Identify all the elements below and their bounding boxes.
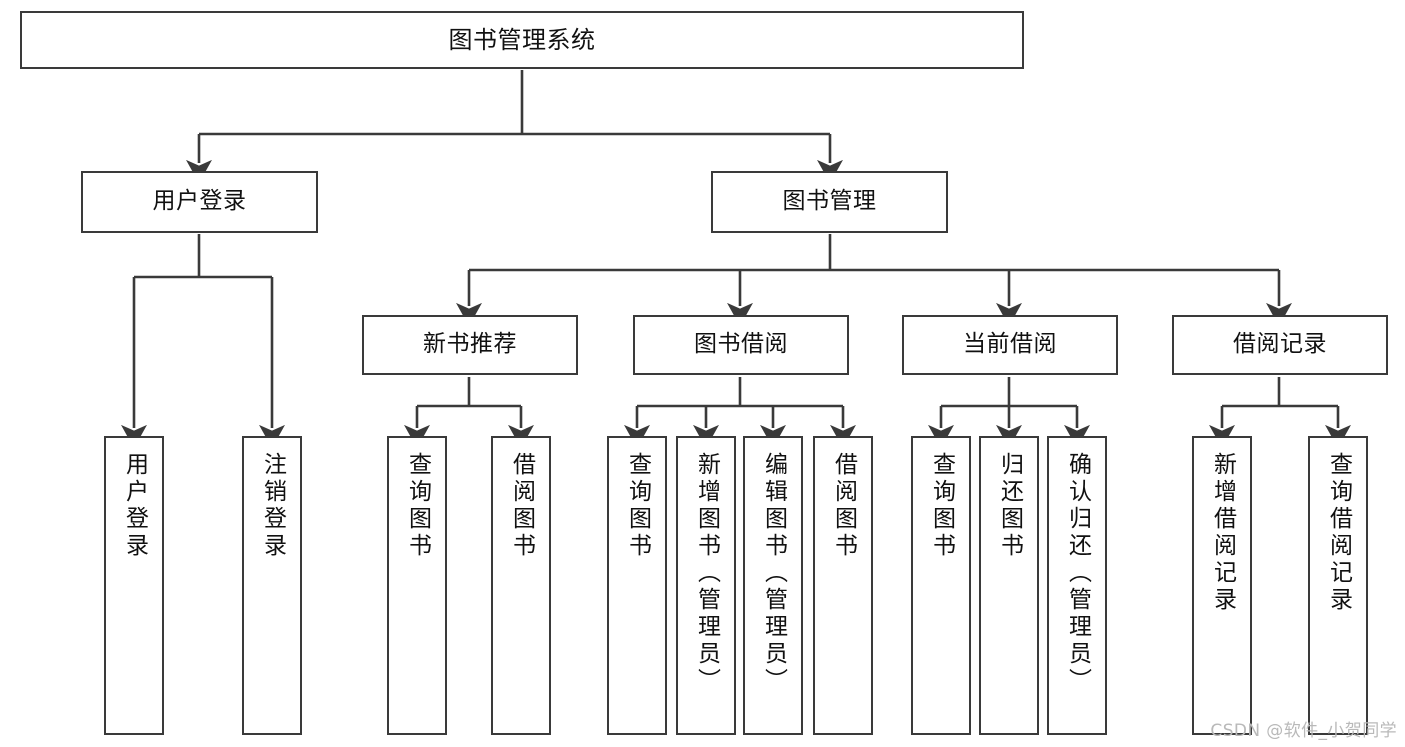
- leaf-borrow-add-book-admin[interactable]: 新增图书（管理员）: [676, 436, 736, 735]
- node-label: 图书借阅: [694, 331, 788, 358]
- node-label: 用户登录: [121, 452, 148, 560]
- leaf-borrow-borrow-book[interactable]: 借阅图书: [813, 436, 873, 735]
- leaf-user-login-signout[interactable]: 注销登录: [242, 436, 302, 735]
- leaf-new-book-borrow[interactable]: 借阅图书: [491, 436, 551, 735]
- leaf-record-add[interactable]: 新增借阅记录: [1192, 436, 1252, 735]
- leaf-current-query-book[interactable]: 查询图书: [911, 436, 971, 735]
- node-label: 查询图书: [624, 452, 651, 560]
- node-label: 查询图书: [928, 452, 955, 560]
- node-label: 用户登录: [152, 188, 247, 215]
- node-label: 借阅图书: [508, 452, 535, 560]
- node-label: 确认归还（管理员）: [1064, 452, 1091, 695]
- leaf-borrow-edit-book-admin[interactable]: 编辑图书（管理员）: [743, 436, 803, 735]
- csdn-watermark: CSDN @软件_小贺同学: [1210, 721, 1397, 741]
- leaf-new-book-query[interactable]: 查询图书: [387, 436, 447, 735]
- node-book-borrow[interactable]: 图书借阅: [633, 315, 849, 375]
- node-new-book-recommend[interactable]: 新书推荐: [362, 315, 578, 375]
- leaf-user-login-signin[interactable]: 用户登录: [104, 436, 164, 735]
- leaf-borrow-query-book[interactable]: 查询图书: [607, 436, 667, 735]
- node-book-management[interactable]: 图书管理: [711, 171, 948, 233]
- node-label: 编辑图书（管理员）: [760, 452, 787, 695]
- node-label: 借阅记录: [1233, 331, 1327, 358]
- node-root-system[interactable]: 图书管理系统: [20, 11, 1024, 69]
- node-label: 借阅图书: [830, 452, 857, 560]
- node-label: 当前借阅: [963, 331, 1057, 358]
- node-label: 查询图书: [404, 452, 431, 560]
- leaf-current-return-book[interactable]: 归还图书: [979, 436, 1039, 735]
- node-label: 注销登录: [259, 452, 286, 560]
- node-user-login[interactable]: 用户登录: [81, 171, 318, 233]
- node-label: 归还图书: [996, 452, 1023, 560]
- node-borrow-record[interactable]: 借阅记录: [1172, 315, 1388, 375]
- node-label: 新书推荐: [423, 331, 517, 358]
- node-label: 新增借阅记录: [1209, 452, 1236, 614]
- node-label: 图书管理系统: [448, 25, 596, 54]
- node-label: 查询借阅记录: [1325, 452, 1352, 614]
- node-label: 图书管理: [782, 188, 877, 215]
- node-label: 新增图书（管理员）: [693, 452, 720, 695]
- leaf-current-confirm-return-admin[interactable]: 确认归还（管理员）: [1047, 436, 1107, 735]
- node-current-borrow[interactable]: 当前借阅: [902, 315, 1118, 375]
- leaf-record-query[interactable]: 查询借阅记录: [1308, 436, 1368, 735]
